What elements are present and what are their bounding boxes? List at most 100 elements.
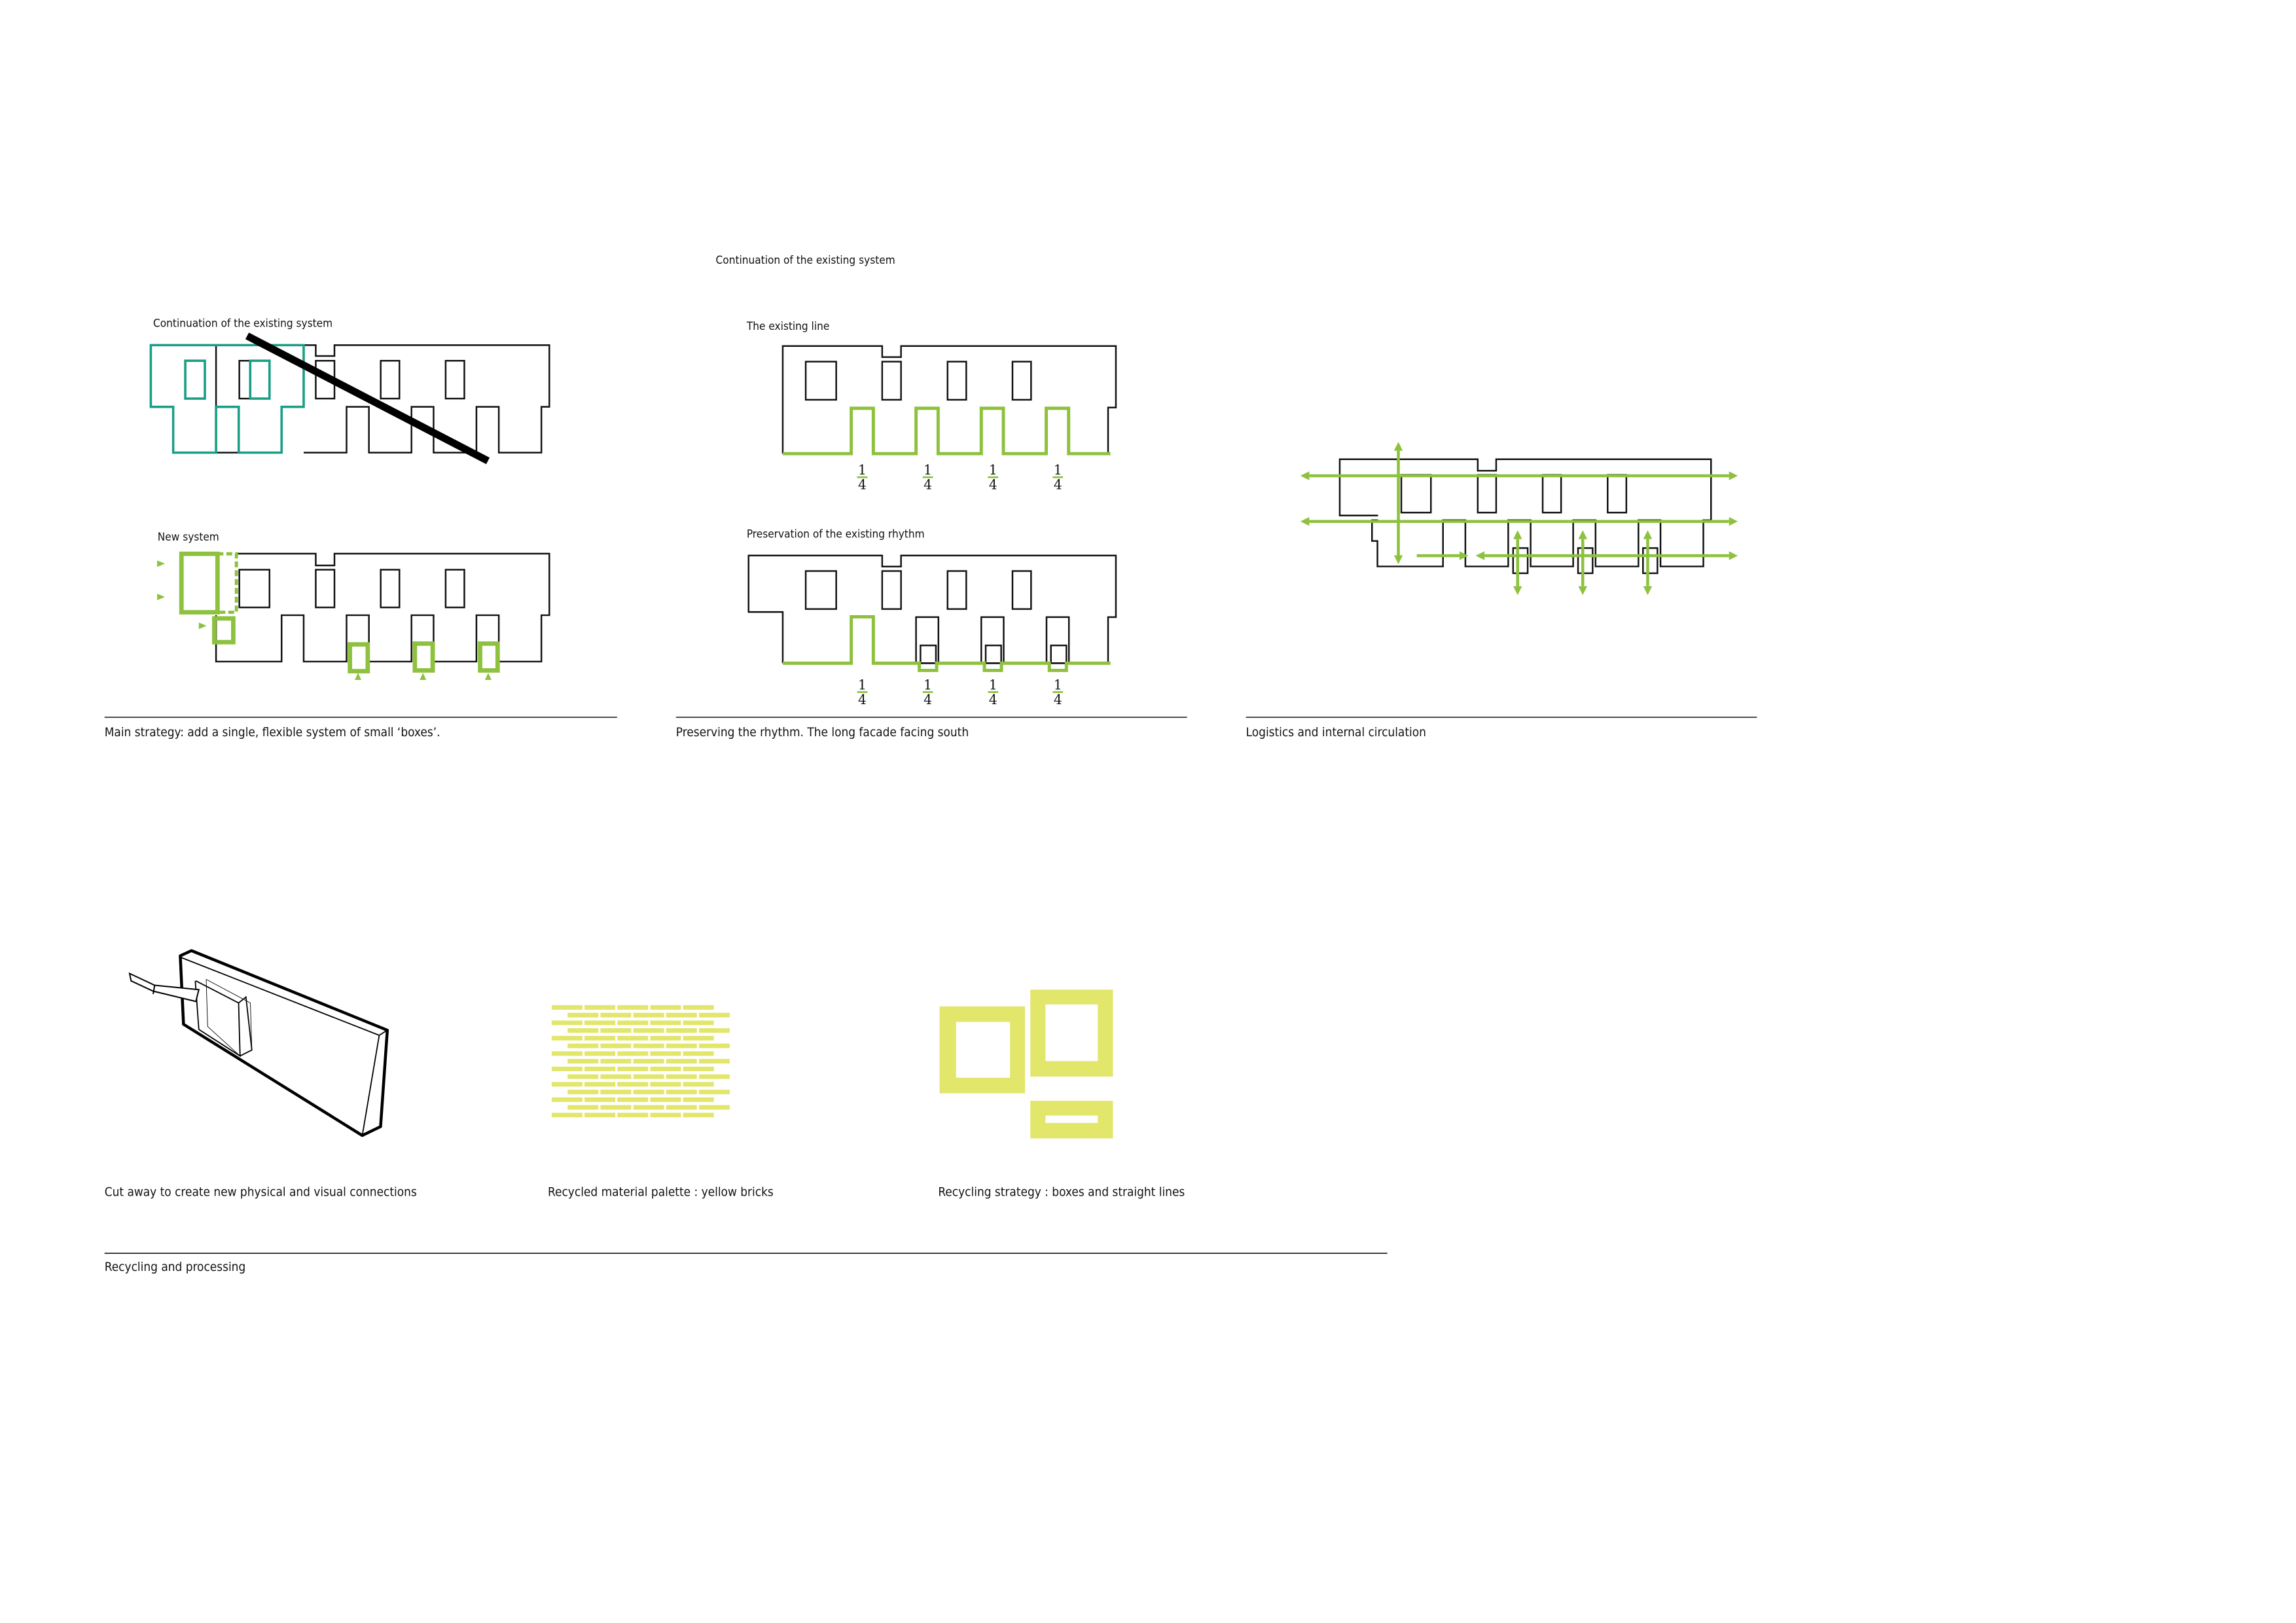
fraction-label: 14 xyxy=(857,462,868,493)
recycling-boxes xyxy=(939,990,1113,1139)
brick xyxy=(617,1066,649,1071)
brick xyxy=(567,1043,599,1048)
box-2 xyxy=(412,641,435,673)
brick xyxy=(683,1113,714,1118)
brick xyxy=(567,1074,599,1079)
label-new-system: New system xyxy=(158,531,219,544)
strike-through-line xyxy=(245,332,490,465)
brick xyxy=(567,1105,599,1110)
brick xyxy=(600,1059,632,1064)
fraction-denominator: 4 xyxy=(989,692,997,707)
brick xyxy=(584,1020,616,1026)
continuation-outline xyxy=(149,344,305,454)
fraction-numerator: 1 xyxy=(924,462,932,478)
brick xyxy=(600,1090,632,1095)
fraction-numerator: 1 xyxy=(858,677,867,692)
label-continuation: Continuation of the existing system xyxy=(153,317,332,330)
brick xyxy=(551,1005,583,1010)
knife-icon xyxy=(128,972,200,1003)
panel-main-strategy: Continuation of the existing system New … xyxy=(105,317,617,740)
brick xyxy=(551,1082,583,1087)
brick xyxy=(633,1105,664,1110)
existing-facade-top xyxy=(149,332,550,465)
double-arrow-icon xyxy=(1475,551,1738,560)
brick xyxy=(584,1035,616,1041)
arrow-right-icon xyxy=(198,622,207,630)
brick xyxy=(698,1105,730,1110)
large-box xyxy=(179,551,220,615)
arrow-right-icon xyxy=(157,560,166,567)
caption-main-strategy: Main strategy: add a single, flexible sy… xyxy=(105,725,440,740)
yellow-brick-palette xyxy=(551,1005,730,1118)
caption-rhythm: Preserving the rhythm. The long facade f… xyxy=(676,725,969,740)
inserted-boxes xyxy=(915,616,1070,664)
brick xyxy=(666,1012,697,1018)
brick xyxy=(567,1028,599,1033)
brick xyxy=(600,1043,632,1048)
brick xyxy=(600,1074,632,1079)
brick xyxy=(567,1012,599,1018)
existing-line xyxy=(782,406,1111,455)
brick xyxy=(683,1082,714,1087)
brick xyxy=(666,1028,697,1033)
fraction-numerator: 1 xyxy=(1054,677,1062,692)
box-1 xyxy=(348,642,370,673)
cut-away-wall xyxy=(128,949,389,1137)
brick xyxy=(633,1090,664,1095)
brick xyxy=(666,1074,697,1079)
fraction-label: 14 xyxy=(988,462,999,493)
brick xyxy=(584,1051,616,1056)
fraction-numerator: 1 xyxy=(858,462,867,478)
fraction-denominator: 4 xyxy=(989,477,997,493)
brick xyxy=(551,1035,583,1041)
fraction-denominator: 4 xyxy=(858,477,867,493)
brick xyxy=(617,1051,649,1056)
preserved-rhythm-facade xyxy=(747,554,1117,672)
small-box xyxy=(212,616,236,645)
brick xyxy=(551,1097,583,1102)
brick xyxy=(567,1090,599,1095)
fraction-label: 14 xyxy=(922,462,933,493)
caption-logistics: Logistics and internal circulation xyxy=(1246,725,1426,740)
box-large-left xyxy=(939,1006,1026,1094)
brick xyxy=(650,1020,681,1026)
brick xyxy=(650,1113,681,1118)
brick xyxy=(698,1090,730,1095)
arrow-right-icon xyxy=(157,594,166,601)
label-preservation: Preservation of the existing rhythm xyxy=(747,527,925,541)
brick xyxy=(666,1090,697,1095)
new-system-facade xyxy=(157,551,550,681)
brick xyxy=(584,1082,616,1087)
arrow-up-icon xyxy=(420,673,427,681)
brick xyxy=(683,1097,714,1102)
brick xyxy=(698,1059,730,1064)
brick xyxy=(617,1020,649,1026)
brick xyxy=(617,1082,649,1087)
arrow-icon xyxy=(1416,551,1469,560)
brick xyxy=(666,1105,697,1110)
brick xyxy=(650,1097,681,1102)
brick xyxy=(617,1113,649,1118)
brick xyxy=(584,1113,616,1118)
fraction-denominator: 4 xyxy=(1054,692,1062,707)
brick xyxy=(633,1043,664,1048)
brick xyxy=(650,1082,681,1087)
brick xyxy=(650,1066,681,1071)
fraction-numerator: 1 xyxy=(989,677,997,692)
box-3 xyxy=(478,641,500,673)
brick xyxy=(633,1059,664,1064)
brick xyxy=(600,1105,632,1110)
brick xyxy=(650,1051,681,1056)
dashed-box xyxy=(215,552,238,615)
box-large-right xyxy=(1030,990,1113,1077)
box-small xyxy=(1030,1101,1113,1139)
brick xyxy=(698,1074,730,1079)
circulation-arrows xyxy=(1300,442,1738,596)
fraction-numerator: 1 xyxy=(1054,462,1062,478)
double-arrow-icon xyxy=(1643,530,1653,596)
brick xyxy=(683,1066,714,1071)
brick xyxy=(683,1005,714,1010)
brick xyxy=(666,1043,697,1048)
